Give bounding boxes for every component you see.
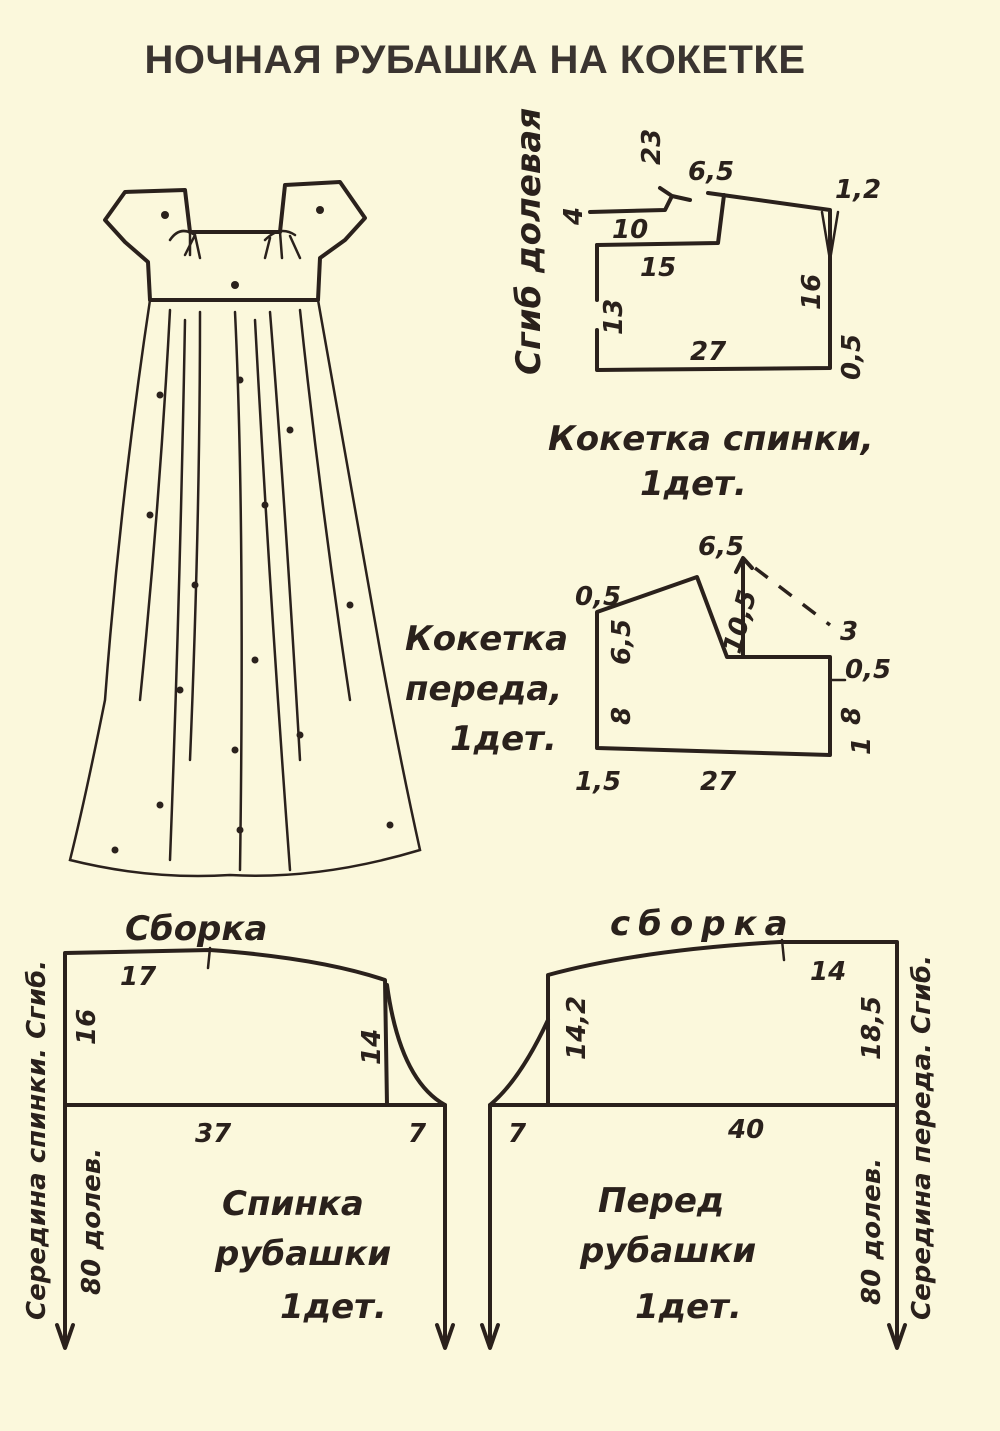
dim-label: 15: [640, 253, 676, 283]
dim-label: 23: [637, 129, 667, 165]
dim-label: 7: [508, 1119, 527, 1149]
back-yoke-count: 1дет.: [640, 464, 747, 504]
dim-label: 14: [810, 957, 846, 987]
dim-label: 0,5: [845, 655, 891, 685]
front-gather-label: сборка: [610, 904, 796, 944]
dim-label: 3: [840, 617, 858, 647]
back-yoke-fold-label: Сгиб долевая: [509, 108, 549, 375]
dim-label: 6,5: [698, 532, 744, 562]
nightgown-illustration: [68, 180, 422, 878]
dim-label: 18,5: [857, 996, 887, 1060]
front-grain-label: 80 долев.: [857, 1158, 887, 1305]
dim-label: 7: [408, 1119, 427, 1149]
dim-label: 0,5: [837, 334, 867, 380]
dim-label: 6,5: [607, 619, 637, 665]
dim-label: 8: [837, 707, 867, 725]
dim-label: 6,5: [688, 157, 734, 187]
front-yoke-count: 1дет.: [450, 719, 557, 759]
dim-label: 14,2: [562, 996, 592, 1060]
back-piece-count: 1дет.: [280, 1287, 387, 1327]
dim-label: 1,2: [835, 175, 881, 205]
front-piece-caption: Перед: [598, 1181, 724, 1221]
front-yoke-pattern: Кокетка переда, 1дет. 0,5 6,5 6,5 10,5 3…: [405, 532, 891, 797]
dim-label: 0,5: [575, 582, 621, 612]
front-piece-pattern: сборка Середина переда. Сгиб. 80 долев. …: [480, 904, 937, 1350]
back-piece-caption-2: рубашки: [214, 1234, 391, 1274]
dim-label: 37: [195, 1119, 232, 1149]
dim-label: 14: [357, 1029, 387, 1065]
back-gather-label: Сборка: [125, 909, 267, 949]
dim-label: 1,5: [575, 767, 621, 797]
back-piece-pattern: Сборка Середина спинки. Сгиб. 80 долев. …: [22, 909, 455, 1350]
dim-label: 27: [700, 767, 737, 797]
back-yoke-caption: Кокетка спинки,: [548, 419, 874, 459]
page-title: НОЧНАЯ РУБАШКА НА КОКЕТКЕ: [144, 38, 806, 82]
front-piece-count: 1дет.: [635, 1287, 742, 1327]
dim-label: 40: [727, 1115, 764, 1145]
dim-label: 17: [120, 962, 157, 992]
dim-label: 4: [559, 207, 589, 226]
dim-label: 8: [607, 707, 637, 725]
dim-label: 1: [847, 737, 877, 755]
dim-label: 13: [599, 299, 629, 335]
back-yoke-pattern: Сгиб долевая 23 6,5 1,2 4 10 15 13 16 27…: [509, 108, 881, 504]
back-grain-label: 80 долев.: [77, 1148, 107, 1295]
back-piece-caption: Спинка: [222, 1184, 364, 1224]
dim-label: 10: [612, 215, 648, 245]
dim-label: 27: [690, 337, 727, 367]
front-center-fold-label: Середина переда. Сгиб.: [907, 955, 937, 1320]
back-center-fold-label: Середина спинки. Сгиб.: [22, 960, 52, 1320]
dim-label: 16: [797, 274, 827, 310]
front-yoke-caption-2: переда,: [405, 669, 562, 709]
dim-label: 10,5: [718, 587, 764, 657]
dim-label: 16: [72, 1009, 102, 1045]
front-yoke-caption: Кокетка: [405, 619, 568, 659]
front-piece-caption-2: рубашки: [579, 1231, 756, 1271]
